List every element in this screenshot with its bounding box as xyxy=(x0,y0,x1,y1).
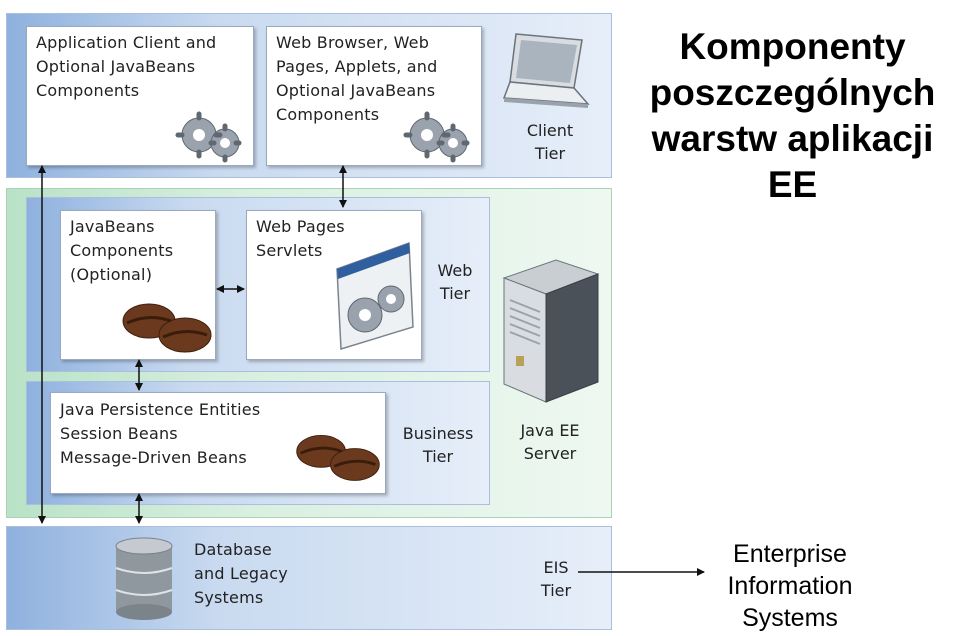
gears-icon xyxy=(403,111,470,163)
tier-label-line: Business xyxy=(402,424,474,443)
web-tier-label: Web Tier xyxy=(422,259,488,305)
coffee-beans-icon xyxy=(296,434,380,481)
tier-label-line: Tier xyxy=(534,144,566,163)
business-entities-card: Java Persistence Entities Session Beans … xyxy=(50,392,386,494)
database-icon xyxy=(115,537,173,620)
gears-icon xyxy=(175,111,242,163)
card-text-line: Optional JavaBeans xyxy=(276,81,436,100)
business-tier-label: Business Tier xyxy=(390,422,486,468)
web-browser-card: Web Browser, Web Pages, Applets, and Opt… xyxy=(266,26,482,166)
tier-label-line: Tier xyxy=(422,447,454,466)
eis-tier-band xyxy=(6,526,612,630)
card-text-line: Components xyxy=(276,105,380,124)
tier-label-line: Client xyxy=(526,121,574,140)
tier-label-line: Java EE xyxy=(520,421,580,440)
eis-caption-line: Systems xyxy=(742,604,838,632)
card-text-line: Web Pages xyxy=(256,217,345,236)
eis-caption: Enterprise Information Systems xyxy=(700,538,880,634)
card-text-line: JavaBeans xyxy=(70,217,155,236)
javabeans-card: JavaBeans Components (Optional) xyxy=(60,210,216,360)
client-tier-label: Client Tier xyxy=(510,119,590,165)
card-text-line: Pages, Applets, and xyxy=(276,57,438,76)
java-ee-server-label: Java EE Server xyxy=(500,419,600,465)
coffee-beans-icon xyxy=(122,303,212,353)
card-text-line: Servlets xyxy=(256,241,323,260)
card-text-line: Web Browser, Web xyxy=(276,33,430,52)
card-text-line: Database xyxy=(194,540,272,559)
page-title: Komponenty poszczególnych warstw aplikac… xyxy=(625,24,960,208)
card-text-line: Components xyxy=(36,81,140,100)
card-text-line: (Optional) xyxy=(70,265,153,284)
tier-label-line: Tier xyxy=(540,581,572,600)
card-text-line: Session Beans xyxy=(60,424,178,443)
tier-label-line: EIS xyxy=(543,558,569,577)
title-line: poszczególnych xyxy=(649,72,936,113)
card-text-line: Java Persistence Entities xyxy=(60,400,261,419)
tier-label-line: Web xyxy=(437,261,473,280)
web-pages-card: Web Pages Servlets xyxy=(246,210,422,360)
title-line: EE xyxy=(767,164,818,205)
card-text-line: Systems xyxy=(194,588,264,607)
eis-caption-line: Enterprise xyxy=(733,540,847,568)
eis-caption-line: Information xyxy=(727,572,853,600)
database-label: Database and Legacy Systems xyxy=(194,538,288,610)
card-text-line: Application Client and xyxy=(36,33,217,52)
card-text-line: Message-Driven Beans xyxy=(60,448,247,467)
card-text-line: Optional JavaBeans xyxy=(36,57,196,76)
server-tower-icon xyxy=(502,259,600,403)
web-page-gears-icon xyxy=(336,241,414,350)
app-client-card: Application Client and Optional JavaBean… xyxy=(26,26,254,166)
card-text-line: Components xyxy=(70,241,174,260)
tier-label-line: Server xyxy=(523,444,577,463)
eis-tier-label: EIS Tier xyxy=(528,556,584,602)
tier-label-line: Tier xyxy=(439,284,471,303)
card-text-line: and Legacy xyxy=(194,564,288,583)
laptop-icon xyxy=(502,33,590,108)
title-line: warstw aplikacji xyxy=(651,118,934,159)
title-line: Komponenty xyxy=(679,26,906,67)
